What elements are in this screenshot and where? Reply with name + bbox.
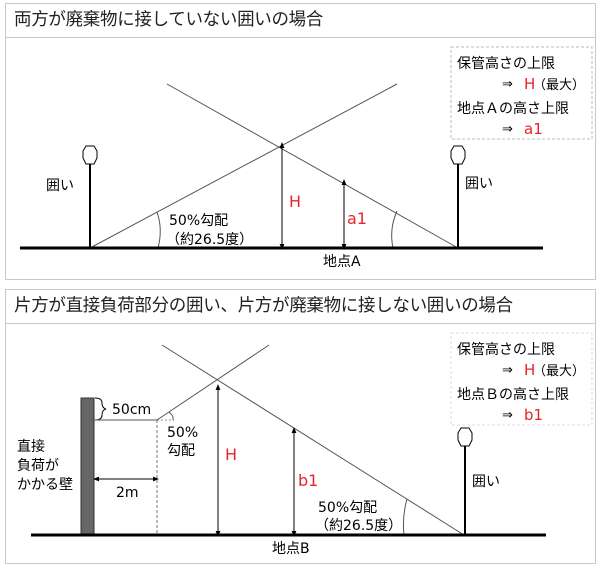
angle-arc-right	[391, 210, 398, 249]
legend-h-value: H	[524, 75, 535, 93]
point-b-label: 地点B	[272, 541, 310, 557]
legend-arrow: ⇒	[502, 77, 513, 92]
diagram-a: 保管高さの上限 ⇒ H （最大） 地点Ａの高さ上限 ⇒ a1 囲い 囲い H	[20, 46, 593, 270]
b1-label: b1	[298, 471, 318, 490]
left-fence-a	[82, 145, 98, 248]
slope-label-1: 50%勾配	[318, 500, 377, 516]
legend-h-value: H	[524, 361, 535, 379]
slope-line-right	[166, 83, 459, 249]
legend-line3: 地点Ａの高さ上限	[457, 100, 569, 117]
legend-b1-value: b1	[524, 406, 543, 424]
panel-b: 片方が直接負荷部分の囲い、片方が廃棄物に接しない囲いの場合 保管高さの上限 ⇒ …	[5, 289, 596, 564]
wall-label-2: 負荷が	[17, 458, 59, 474]
panel-b-title: 片方が直接負荷部分の囲い、片方が廃棄物に接しない囲いの場合	[6, 290, 595, 324]
slope-label-1: 50%勾配	[169, 213, 228, 229]
right-fence-b	[457, 427, 473, 535]
legend-arrow-2: ⇒	[502, 408, 513, 423]
left-fence-label: 囲い	[46, 178, 74, 194]
angle-arc-small	[168, 411, 174, 421]
small-slope-label-1: 50%	[167, 425, 198, 441]
legend-line3: 地点Ｂの高さ上限	[457, 386, 569, 403]
slope-line-down	[161, 344, 465, 536]
brace-icon	[94, 397, 107, 421]
fence-post-cap-icon	[450, 145, 466, 165]
a1-label: a1	[347, 209, 367, 228]
legend-box-b: 保管高さの上限 ⇒ H （最大） 地点Ｂの高さ上限 ⇒ b1	[450, 332, 593, 426]
legend-arrow: ⇒	[502, 363, 513, 378]
panel-a-title: 両方が廃棄物に接していない囲いの場合	[6, 4, 595, 38]
h-label: H	[289, 192, 301, 211]
load-bearing-wall	[80, 397, 95, 536]
legend-max: （最大）	[533, 364, 585, 379]
legend-max: （最大）	[533, 78, 585, 93]
legend-arrow-2: ⇒	[502, 122, 513, 137]
small-slope-label-2: 勾配	[167, 443, 195, 459]
panel-a: 両方が廃棄物に接していない囲いの場合 保管高さの上限 ⇒ H （最大） 地点Ａの…	[5, 3, 596, 280]
wall-label-1: 直接	[17, 438, 45, 455]
point-a-label: 地点A	[323, 254, 361, 270]
legend-line1: 保管高さの上限	[457, 55, 555, 72]
right-fence-a	[450, 145, 466, 248]
right-fence-label: 囲い	[465, 176, 493, 192]
angle-arc-left	[156, 211, 161, 249]
fence-post-cap-icon	[457, 427, 473, 447]
slope-line-left	[89, 83, 398, 249]
slope-label-2: （約26.5度）	[166, 232, 253, 248]
distance-label: 2m	[116, 485, 139, 501]
right-fence-label: 囲い	[472, 474, 500, 490]
offset-label: 50cm	[112, 402, 151, 418]
legend-a1-value: a1	[524, 120, 543, 138]
h-label: H	[225, 445, 237, 464]
diagram-b: 保管高さの上限 ⇒ H （最大） 地点Ｂの高さ上限 ⇒ b1 直接 負荷が かか…	[17, 332, 593, 557]
angle-arc-right	[402, 498, 408, 536]
legend-line1: 保管高さの上限	[457, 341, 555, 358]
slope-label-2: （約26.5度）	[315, 518, 402, 534]
slope-line-up	[156, 344, 270, 421]
legend-box-a: 保管高さの上限 ⇒ H （最大） 地点Ａの高さ上限 ⇒ a1	[450, 46, 593, 140]
fence-post-cap-icon	[82, 145, 98, 165]
wall-label-3: かかる壁	[17, 477, 73, 493]
